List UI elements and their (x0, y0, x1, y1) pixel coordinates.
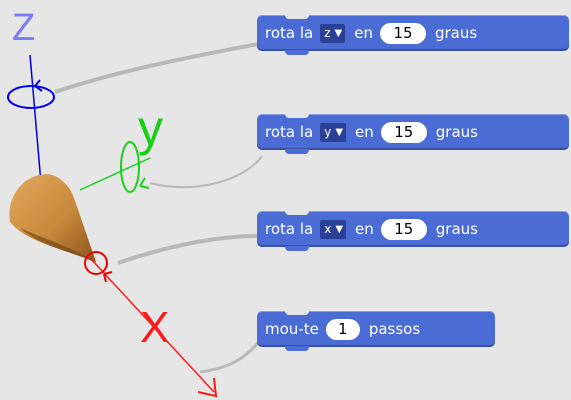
degrees-input-z[interactable]: 15 (379, 22, 426, 44)
steps-unit-label: passos (368, 320, 421, 338)
connector-x (117, 234, 259, 265)
z-rotation-icon (7, 79, 55, 109)
z-axis-label: Z (12, 7, 35, 49)
axis-dropdown-value: x (324, 222, 332, 236)
caret-down-icon: ▼ (334, 27, 343, 39)
rotate-verb: rota la (265, 24, 314, 42)
degrees-input-y[interactable]: 15 (380, 121, 427, 143)
rotate-x-block[interactable]: rota la x ▼ en 15 graus (257, 210, 569, 251)
axis-dropdown-value: z (324, 26, 331, 40)
z-axis-line (29, 54, 43, 196)
prep-label: en (355, 123, 374, 141)
caret-down-icon: ▼ (335, 223, 344, 235)
degrees-input-x[interactable]: 15 (380, 218, 427, 240)
cone-shadow (20, 228, 95, 262)
x-axis-arrowhead (197, 377, 218, 398)
connector-move (199, 337, 264, 374)
x-rotation-icon (84, 251, 113, 283)
x-axis-line (89, 257, 215, 393)
rotate-z-block[interactable]: rota la z ▼ en 15 graus (257, 14, 569, 55)
steps-input[interactable]: 1 (325, 318, 360, 340)
connector-z (54, 42, 259, 94)
rotate-verb: rota la (265, 220, 314, 238)
move-verb: mou-te (265, 320, 319, 338)
unit-label: graus (435, 123, 478, 141)
caret-down-icon: ▼ (335, 126, 344, 138)
x-axis-label: X (140, 303, 169, 352)
axis-dropdown-value: y (324, 125, 332, 139)
prep-label: en (355, 220, 374, 238)
rotate-verb: rota la (265, 123, 314, 141)
unit-label: graus (434, 24, 478, 42)
y-rotation-icon (120, 141, 150, 193)
cone (9, 174, 96, 262)
rotate-y-block[interactable]: rota la y ▼ en 15 graus (257, 113, 569, 154)
y-axis-label: y (138, 100, 163, 156)
move-steps-block[interactable]: mou-te 1 passos (257, 310, 495, 351)
connector-y (149, 155, 263, 189)
prep-label: en (354, 24, 373, 42)
axis-dropdown-y[interactable]: y ▼ (320, 122, 347, 142)
axis-dropdown-z[interactable]: z ▼ (320, 23, 346, 43)
axis-dropdown-x[interactable]: x ▼ (320, 219, 347, 239)
unit-label: graus (435, 220, 478, 238)
